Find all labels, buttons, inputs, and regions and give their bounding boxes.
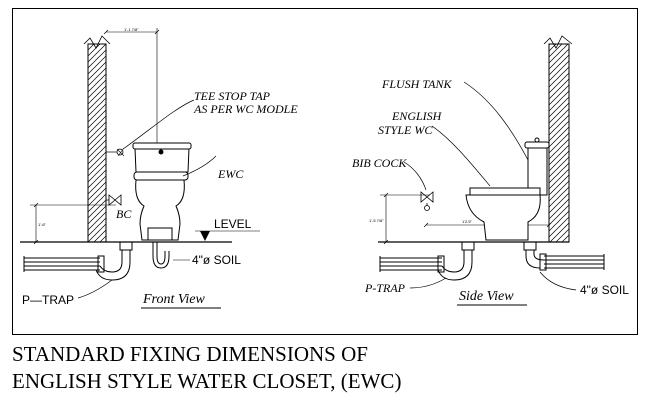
- side-p-trap-icon: [379, 241, 475, 281]
- side-p-trap-label: P-TRAP: [364, 281, 406, 295]
- level-label: LEVEL: [214, 217, 252, 231]
- caption-line-1: STANDARD FIXING DIMENSIONS OF: [12, 342, 368, 366]
- front-wall: [87, 43, 107, 243]
- front-soil-label: 4"ø SOIL: [192, 253, 241, 267]
- ewc-label: EWC: [217, 167, 244, 181]
- flush-tank-label: FLUSH TANK: [381, 77, 452, 91]
- front-soil-trap-icon: [152, 242, 170, 269]
- bib-cock-valve-icon: [106, 194, 122, 206]
- front-top-dimension: 1'-1 7/8": [124, 27, 139, 32]
- front-p-trap-label: P—TRAP: [22, 293, 74, 307]
- style-wc-label: STYLE WC: [378, 123, 433, 137]
- side-height-dimension: 1'-5 7/8": [369, 218, 384, 223]
- side-view-title: Side View: [459, 289, 514, 304]
- bib-cock-label: BIB COCK: [352, 156, 407, 170]
- side-soil-pipe-icon: [523, 241, 605, 271]
- bc-label: BC: [116, 207, 132, 221]
- drawing-frame: [12, 8, 638, 335]
- ewc-front-icon: [132, 142, 192, 241]
- side-soil-label: 4"ø SOIL: [580, 283, 629, 297]
- side-view: 1'-5 7/8" 1'2.5": [352, 35, 629, 306]
- tee-stop-tap-icon: [106, 147, 125, 157]
- caption-line-2: ENGLISH STYLE WATER CLOSET, (EWC): [12, 369, 402, 393]
- front-view: 1'-1 7/8" 1'-6": [20, 27, 298, 309]
- front-p-trap-icon: [23, 241, 133, 281]
- ewc-side-icon: [465, 137, 550, 241]
- english-label: ENGLISH: [391, 109, 443, 123]
- bib-cock-icon: [420, 191, 434, 211]
- side-wall: [548, 43, 570, 243]
- side-depth-dimension: 1'2.5": [462, 219, 473, 224]
- tee-stop-tap-label: TEE STOP TAP: [194, 89, 271, 103]
- front-view-title: Front View: [142, 292, 205, 307]
- tee-stop-tap-label-2: AS PER WC MODLE: [193, 102, 298, 116]
- front-height-dimension: 1'-6": [38, 222, 47, 227]
- level-marker-icon: [195, 230, 260, 241]
